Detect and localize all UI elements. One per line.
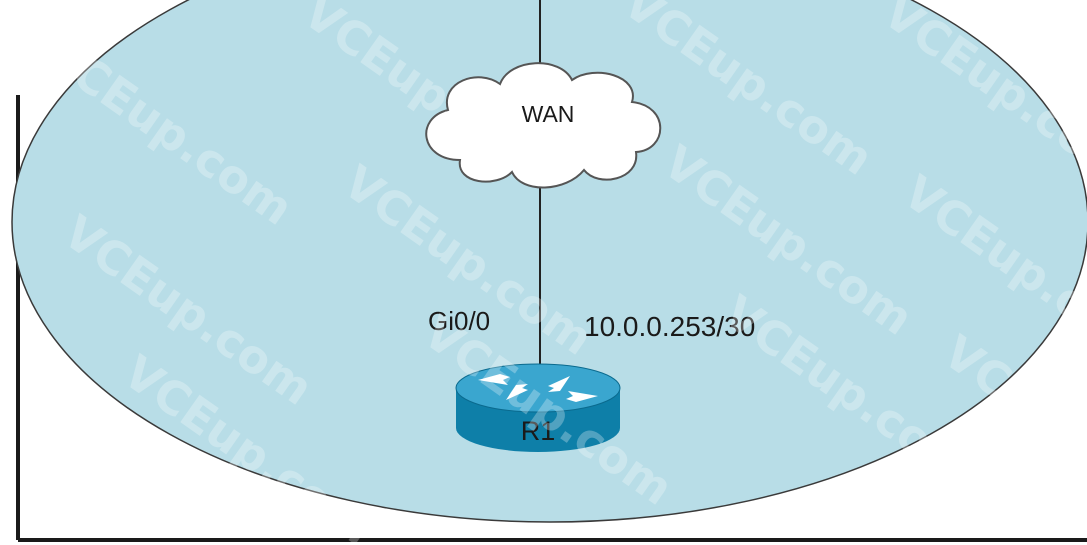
network-region-ellipse (11, 0, 1087, 523)
wan-cloud-label: WAN (522, 101, 575, 127)
svg-text:VCEup.com: VCEup.com (934, 325, 1087, 536)
router-label: R1 (521, 416, 556, 446)
wan-cloud-icon: WAN (425, 62, 662, 189)
frame (16, 95, 1087, 542)
router-icon: R1 (455, 363, 621, 452)
interface-label: Gi0/0 (428, 306, 490, 336)
ip-address-label: 10.0.0.253/30 (584, 311, 755, 342)
